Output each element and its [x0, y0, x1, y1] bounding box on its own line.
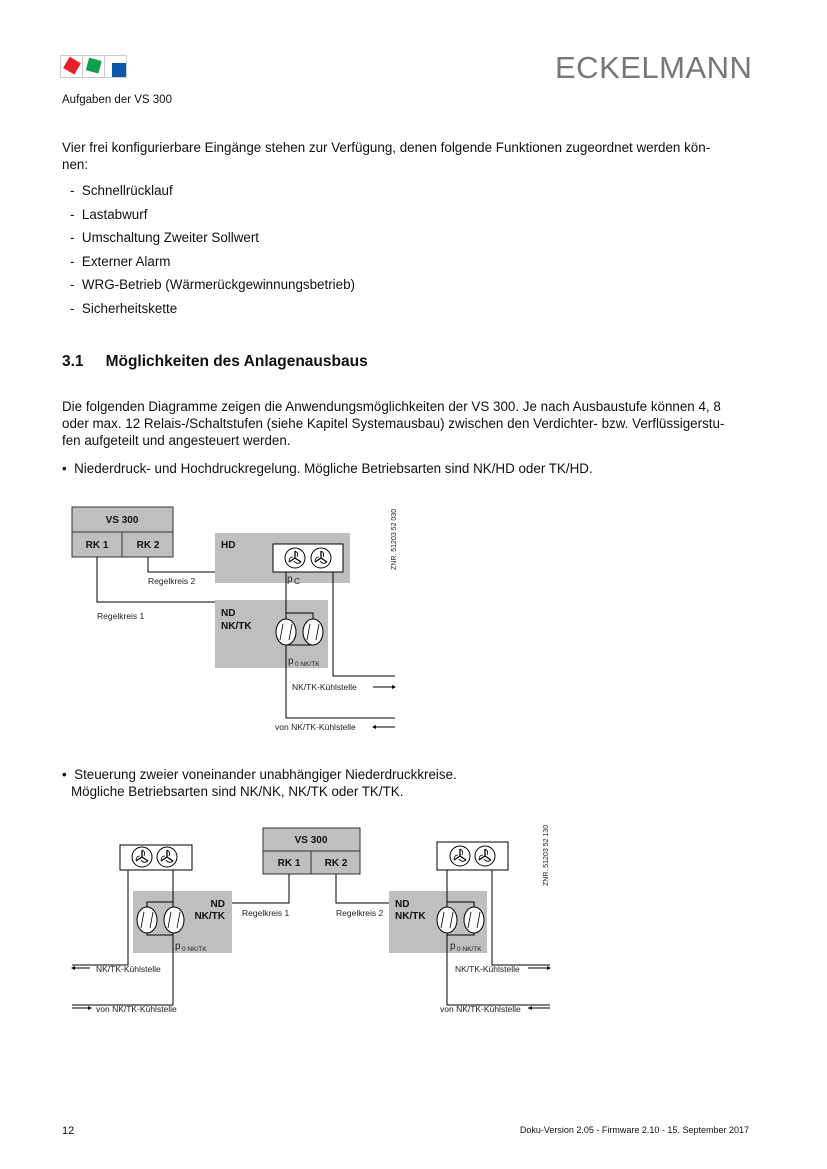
list-item: - Sicherheitskette: [70, 300, 178, 316]
svg-text:0 NK/TK: 0 NK/TK: [295, 661, 320, 668]
hd-label: HD: [221, 540, 235, 551]
svg-text:ZNR. 51203 52 130: ZNR. 51203 52 130: [543, 825, 550, 886]
function-list: - Schnellrücklauf - Lastabwurf - Umschal…: [70, 179, 355, 321]
footer-version: Doku-Version 2.05 - Firmware 2.10 - 15. …: [519, 1125, 749, 1135]
svg-text:Regelkreis 1: Regelkreis 1: [242, 908, 290, 918]
svg-text:von NK/TK-Kühlstelle: von NK/TK-Kühlstelle: [275, 722, 356, 732]
svg-text:ND: ND: [211, 899, 225, 910]
nd-type-label: NK/TK: [221, 621, 252, 632]
eckelmann-logo: [60, 55, 127, 78]
svg-text:p: p: [288, 656, 294, 667]
fan-icon: [284, 547, 306, 569]
svg-text:RK 2: RK 2: [325, 858, 348, 869]
brand-name: ECKELMANN: [555, 50, 753, 85]
svg-text:von NK/TK-Kühlstelle: von NK/TK-Kühlstelle: [440, 1004, 521, 1014]
svg-text:Regelkreis 2: Regelkreis 2: [336, 908, 384, 918]
svg-text:Regelkreis 2: Regelkreis 2: [148, 576, 196, 586]
intro-line: nen:: [62, 157, 89, 172]
svg-text:ZNR. 51203 52 030: ZNR. 51203 52 030: [391, 509, 398, 570]
list-item: - Schnellrücklauf: [70, 183, 173, 198]
header-section: Aufgaben der VS 300: [62, 94, 172, 106]
intro-line: Vier frei konfigurierbare Eingänge stehe…: [62, 140, 711, 155]
rk1-label: RK 1: [86, 540, 109, 551]
svg-text:RK 1: RK 1: [278, 858, 301, 869]
bullet-2: • Steuerung zweier voneinander unabhängi…: [62, 767, 457, 799]
svg-text:Regelkreis 1: Regelkreis 1: [97, 611, 145, 621]
svg-text:NK/TK: NK/TK: [194, 911, 225, 922]
svg-text:0 NK/TK: 0 NK/TK: [457, 946, 482, 953]
nd-label: ND: [221, 608, 235, 619]
compressor-icon: [302, 618, 324, 646]
svg-text:NK/TK: NK/TK: [395, 911, 426, 922]
svg-text:0 NK/TK: 0 NK/TK: [182, 946, 207, 953]
svg-text:ND: ND: [395, 899, 409, 910]
svg-text:NK/TK-Kühlstelle: NK/TK-Kühlstelle: [292, 682, 357, 692]
section-paragraph: Die folgenden Diagramme zeigen die Anwen…: [62, 399, 725, 448]
vs300-label: VS 300: [106, 515, 139, 526]
list-item: - Externer Alarm: [70, 253, 171, 269]
svg-text:C: C: [294, 576, 300, 586]
svg-text:NK/TK-Kühlstelle: NK/TK-Kühlstelle: [455, 964, 520, 974]
list-item: - WRG-Betrieb (Wärmerückgewinnungsbetrie…: [70, 277, 356, 293]
list-item: - Umschaltung Zweiter Sollwert: [70, 230, 260, 246]
rk2-label: RK 2: [137, 540, 160, 551]
svg-text:p: p: [450, 941, 456, 952]
compressor-icon: [275, 618, 297, 646]
condenser-box: [272, 543, 344, 573]
list-item: - Lastabwurf: [70, 206, 148, 222]
svg-text:p: p: [287, 574, 293, 585]
svg-text:p: p: [175, 941, 181, 952]
bullet-1: • Niederdruck- und Hochdruckregelung. Mö…: [62, 461, 593, 476]
fan-icon: [310, 547, 332, 569]
svg-text:von NK/TK-Kühlstelle: von NK/TK-Kühlstelle: [96, 1004, 177, 1014]
page-number: 12: [62, 1125, 75, 1137]
svg-text:NK/TK-Kühlstelle: NK/TK-Kühlstelle: [96, 964, 161, 974]
intro-text: Vier frei konfigurierbare Eingänge stehe…: [62, 139, 710, 173]
svg-text:VS 300: VS 300: [295, 835, 328, 846]
